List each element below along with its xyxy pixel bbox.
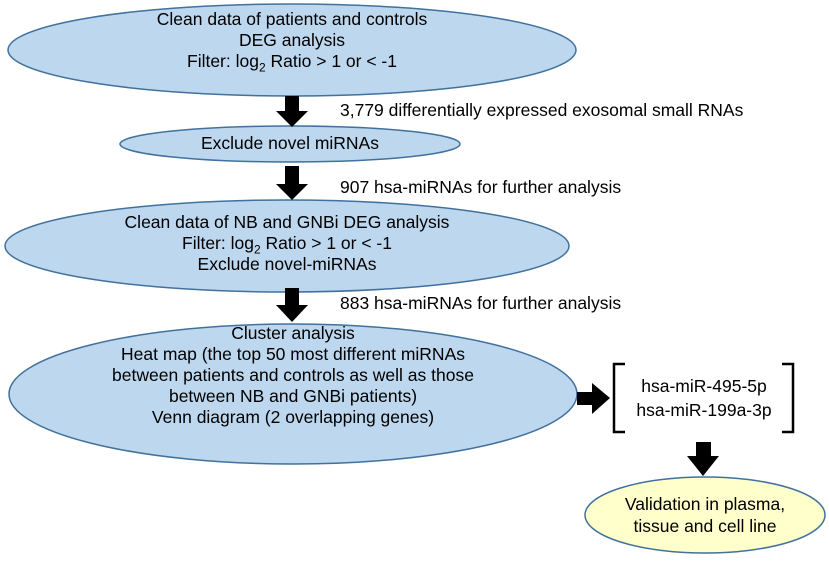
node-exclude-novel — [119, 125, 461, 163]
arrow-down-1 — [276, 96, 308, 127]
node-clean-data-line1: Clean data of patients and controls — [156, 9, 428, 29]
bracket-right — [782, 362, 795, 434]
bracket-left — [612, 362, 625, 434]
node-cluster-line: Heat map (the top 50 most different miRN… — [121, 344, 465, 364]
node-nb-gnbi-line3: Exclude novel-miRNAs — [197, 254, 377, 274]
node-validation-text: Validation in plasma, tissue and cell li… — [600, 493, 810, 537]
note-907-count: 907 hsa-miRNAs for further analysis — [340, 177, 622, 197]
node-clean-data-line2: DEG analysis — [238, 30, 345, 50]
node-nb-gnbi-text: Clean data of NB and GNBi DEG analysis F… — [77, 212, 497, 275]
gene-item: hsa-miR-199a-3p — [636, 400, 772, 420]
node-nb-gnbi-line1: Clean data of NB and GNBi DEG analysis — [124, 212, 450, 232]
node-exclude-novel-line1: Exclude novel miRNAs — [201, 133, 379, 153]
node-cluster-line: between NB and GNBi patients) — [168, 386, 418, 406]
note-883-count: 883 hsa-miRNAs for further analysis — [340, 293, 622, 313]
node-validation-line1: Validation in plasma, — [624, 494, 786, 514]
node-validation — [584, 476, 826, 554]
node-nb-gnbi-filter: Filter: log2 Ratio > 1 or < -1 — [182, 233, 392, 257]
note-deg-count: 3,779 differentially expressed exosomal … — [340, 100, 744, 120]
node-clean-data-text: Clean data of patients and controls DEG … — [80, 9, 504, 75]
node-cluster-analysis-text: Cluster analysis Heat map (the top 50 mo… — [43, 323, 543, 428]
arrow-right — [577, 383, 610, 414]
node-validation-line2: tissue and cell line — [633, 516, 777, 536]
node-clean-data-filter: Filter: log2 Ratio > 1 or < -1 — [187, 51, 397, 75]
arrow-down-2 — [276, 166, 308, 200]
node-cluster-line: between patients and controls as well as… — [112, 365, 474, 385]
arrow-down-3 — [276, 288, 308, 322]
node-exclude-novel-text: Exclude novel miRNAs — [140, 133, 440, 154]
node-cluster-line: Venn diagram (2 overlapping genes) — [151, 407, 435, 427]
arrow-down-4 — [687, 442, 719, 476]
node-cluster-line: Cluster analysis — [231, 323, 355, 343]
gene-item: hsa-miR-495-5p — [641, 376, 767, 396]
gene-list: hsa-miR-495-5p hsa-miR-199a-3p — [620, 374, 788, 422]
